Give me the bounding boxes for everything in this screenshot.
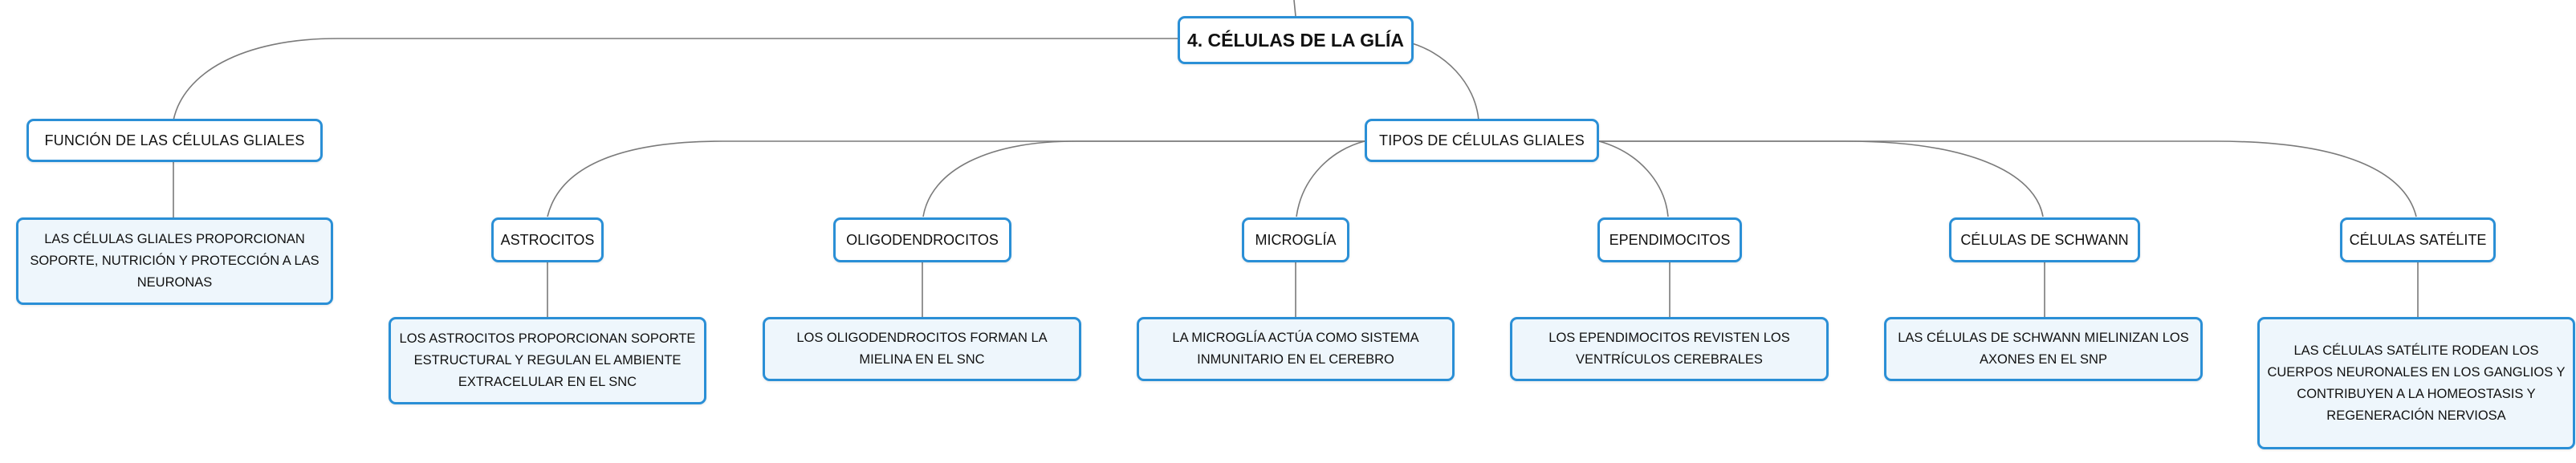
root-title: 4. CÉLULAS DE LA GLÍA xyxy=(1186,29,1405,51)
schwann-node[interactable]: CÉLULAS DE SCHWANN xyxy=(1949,217,2140,262)
astrocitos-title: ASTROCITOS xyxy=(500,231,595,248)
schwann-desc-text: LAS CÉLULAS DE SCHWANN MIELINIZAN LOS AX… xyxy=(1898,331,2189,367)
function-title: FUNCIÓN DE LAS CÉLULAS GLIALES xyxy=(44,132,305,148)
oligodendrocitos-desc-node[interactable]: LOS OLIGODENDROCITOS FORMAN LA MIELINA E… xyxy=(763,317,1081,381)
satelite-desc-node[interactable]: LAS CÉLULAS SATÉLITE RODEAN LOS CUERPOS … xyxy=(2257,317,2575,449)
astrocitos-desc-text: LOS ASTROCITOS PROPORCIONAN SOPORTE ESTR… xyxy=(399,331,696,389)
ependimocitos-title: EPENDIMOCITOS xyxy=(1609,231,1731,248)
connector-root-function xyxy=(173,38,1180,121)
schwann-title: CÉLULAS DE SCHWANN xyxy=(1960,231,2129,248)
function-desc-text: LAS CÉLULAS GLIALES PROPORCIONAN SOPORTE… xyxy=(30,232,319,290)
satelite-desc-text: LAS CÉLULAS SATÉLITE RODEAN LOS CUERPOS … xyxy=(2267,343,2566,423)
connector-types-microglia xyxy=(1296,140,1365,217)
oligodendrocitos-node[interactable]: OLIGODENDROCITOS xyxy=(833,217,1011,262)
satelite-node[interactable]: CÉLULAS SATÉLITE xyxy=(2340,217,2496,262)
types-node[interactable]: TIPOS DE CÉLULAS GLIALES xyxy=(1365,119,1599,162)
microglia-title: MICROGLÍA xyxy=(1255,231,1337,248)
connector-types-satelite xyxy=(1599,140,2417,217)
ependimocitos-desc-text: LOS EPENDIMOCITOS REVISTEN LOS VENTRÍCUL… xyxy=(1548,331,1790,367)
root-node[interactable]: 4. CÉLULAS DE LA GLÍA xyxy=(1178,16,1414,64)
astrocitos-desc-node[interactable]: LOS ASTROCITOS PROPORCIONAN SOPORTE ESTR… xyxy=(389,317,706,404)
microglia-node[interactable]: MICROGLÍA xyxy=(1242,217,1349,262)
schwann-desc-node[interactable]: LAS CÉLULAS DE SCHWANN MIELINIZAN LOS AX… xyxy=(1884,317,2203,381)
oligodendrocitos-desc-text: LOS OLIGODENDROCITOS FORMAN LA MIELINA E… xyxy=(796,331,1048,367)
function-desc-node[interactable]: LAS CÉLULAS GLIALES PROPORCIONAN SOPORTE… xyxy=(16,217,333,305)
astrocitos-node[interactable]: ASTROCITOS xyxy=(491,217,604,262)
connector-types-astrocitos xyxy=(547,140,1365,217)
connector-root-parent xyxy=(1293,0,1296,17)
microglia-desc-text: LA MICROGLÍA ACTÚA COMO SISTEMA INMUNITA… xyxy=(1172,331,1419,367)
connector-root-types xyxy=(1406,41,1479,121)
microglia-desc-node[interactable]: LA MICROGLÍA ACTÚA COMO SISTEMA INMUNITA… xyxy=(1137,317,1455,381)
connector-types-schwann xyxy=(1599,140,2044,217)
function-node[interactable]: FUNCIÓN DE LAS CÉLULAS GLIALES xyxy=(26,119,323,162)
oligodendrocitos-title: OLIGODENDROCITOS xyxy=(846,231,999,248)
ependimocitos-desc-node[interactable]: LOS EPENDIMOCITOS REVISTEN LOS VENTRÍCUL… xyxy=(1510,317,1829,381)
satelite-title: CÉLULAS SATÉLITE xyxy=(2349,231,2487,248)
connector-types-oligodendrocitos xyxy=(922,140,1365,217)
types-title: TIPOS DE CÉLULAS GLIALES xyxy=(1379,132,1585,148)
ependimocitos-node[interactable]: EPENDIMOCITOS xyxy=(1597,217,1742,262)
connector-types-ependimocitos xyxy=(1598,140,1669,217)
